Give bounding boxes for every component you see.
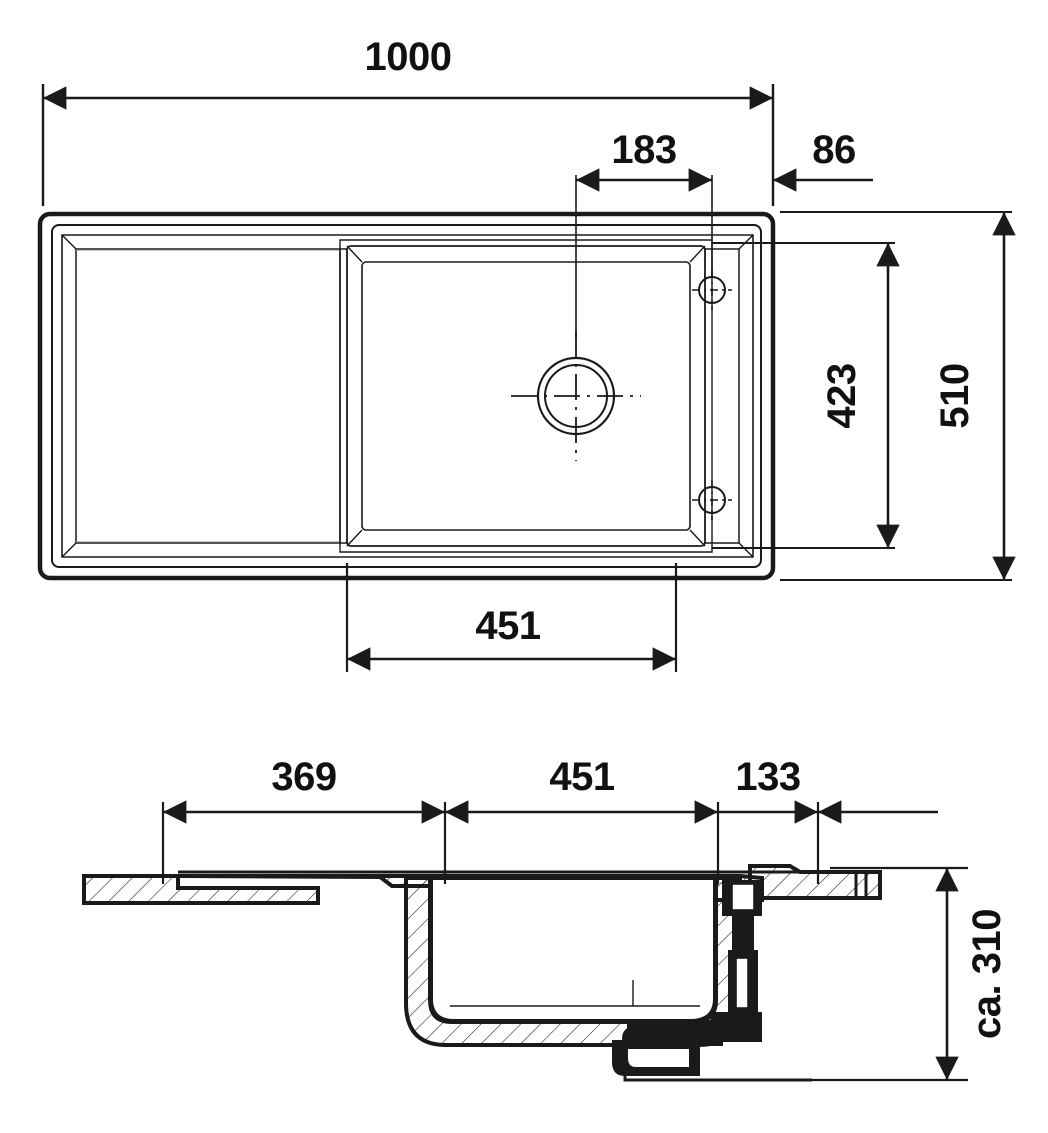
dimension-label-451-section: 451 (549, 755, 614, 799)
dimension-label-310: ca. 310 (965, 909, 1009, 1039)
dimension-label-369: 369 (271, 755, 336, 799)
section-dimension-chain: 369 451 133 (161, 755, 938, 884)
section-right-ledge-slab (748, 864, 882, 900)
dimension-label-133: 133 (735, 755, 800, 799)
section-bowl-interior (431, 878, 715, 1021)
dimension-label-510: 510 (933, 363, 977, 428)
waste-riser-inner (735, 957, 749, 1009)
dimension-label-86: 86 (812, 128, 856, 172)
dimension-86: 86 (773, 128, 873, 192)
bowl-opening-outline (339, 239, 713, 553)
waste-strainer-inner (626, 1047, 691, 1069)
dimension-label-183: 183 (611, 128, 676, 172)
drain-hole-group (511, 331, 641, 461)
bowl-bevel-corners (346, 245, 706, 547)
dimension-183: 183 (576, 128, 712, 192)
waste-nut (622, 1026, 646, 1050)
section-left-rim-slab (82, 874, 320, 905)
dimension-label-1000: 1000 (365, 35, 452, 79)
dimension-overall-width-1000: 1000 (41, 35, 775, 206)
dimension-overall-depth-510: 510 (780, 211, 1016, 581)
dimension-label-451-top: 451 (475, 604, 540, 648)
dimension-height-310: ca. 310 (700, 866, 1009, 1082)
section-right-ledge-ribs (854, 874, 868, 896)
dimension-bowl-depth-423: 423 (712, 242, 900, 549)
dimension-bowl-width-451-top: 451 (345, 563, 678, 672)
dimension-label-423: 423 (820, 363, 864, 428)
plan-view-group (37, 175, 776, 581)
recess-bevel-corners (61, 234, 754, 558)
sink-rim-inner-line (51, 224, 762, 568)
waste-riser-neck (732, 912, 754, 954)
drainboard-surface (76, 249, 339, 543)
section-view-group (82, 864, 882, 1082)
waste-collar-inner (731, 883, 755, 911)
tap-hole-lower-group (692, 480, 732, 520)
